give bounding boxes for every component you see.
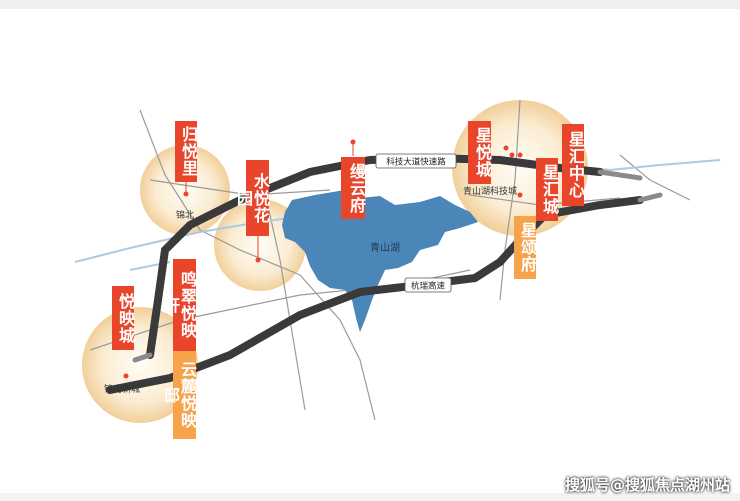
marker-leaders (185, 142, 354, 260)
project-tag-mingcui: 鸣翠悦映轩 (161, 259, 197, 351)
road-label-hangrui: 杭瑞高速 (404, 277, 452, 293)
qingshanhu-lake (282, 190, 478, 332)
district-label-jinnan: 锦南新城 (104, 383, 140, 395)
project-tag-yueying: 悦映城 (112, 286, 135, 350)
project-tag-shuiyue: 水悦花园 (234, 160, 270, 236)
district-label-jinbei: 锦北 (176, 209, 194, 221)
highway-extensions (132, 169, 663, 363)
top-border (0, 0, 740, 9)
watermark-text: 搜狐号@搜狐焦点湖州站 (564, 476, 730, 494)
project-tag-xinghui-city: 星汇城 (536, 158, 559, 221)
project-markers (123, 139, 523, 379)
bottom-border (0, 493, 740, 501)
project-tag-guiyueli: 归悦里 (175, 121, 198, 182)
project-tag-xingyue: 星悦城 (468, 121, 492, 184)
project-tag-yuelu: 云麓悦映邸 (161, 351, 197, 439)
lake-label: 青山湖 (370, 241, 400, 254)
project-tag-xingsong: 星颂府 (514, 216, 537, 279)
project-tag-miaoyun: 缦云府 (341, 157, 366, 219)
road-label-tech-expressway: 科技大道快速路 (375, 153, 457, 169)
district-label-qingshanhu: 青山湖科技城 (463, 185, 517, 197)
svg-text:科技大道快速路: 科技大道快速路 (386, 157, 446, 168)
tech-expressway-road (146, 153, 604, 359)
project-tag-xinghui-center: 星汇中心 (562, 124, 585, 206)
svg-text:杭瑞高速: 杭瑞高速 (411, 281, 446, 292)
glow-circle-jinnan (82, 307, 198, 423)
